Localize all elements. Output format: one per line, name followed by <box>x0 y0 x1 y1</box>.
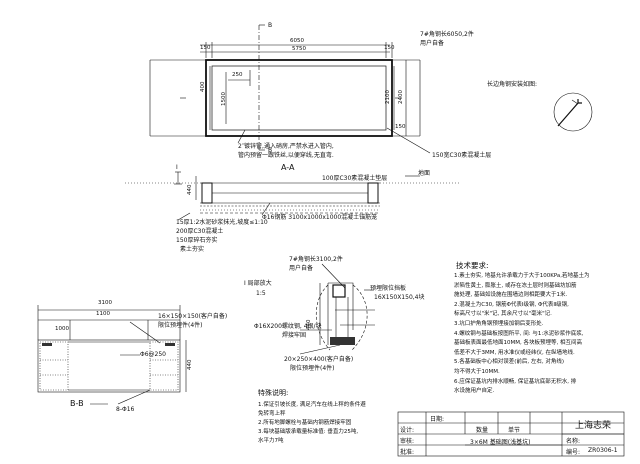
special-item: 免转弯上秤 <box>258 411 286 417</box>
tech-item: 5.各基础板中心相对误差(前后, 左右, 对角线) <box>454 359 565 366</box>
rebar-cage-note: Φ16钢筋 3100x1000x1000混凝土锚筋笼 <box>262 214 378 221</box>
limit-plate-note: 预埋限位挡板 <box>370 285 407 292</box>
tb-unit-label: 单节 <box>508 427 521 434</box>
section-aa <box>125 171 460 221</box>
special-title: 特殊说明: <box>258 389 289 397</box>
angle-detail-title: 长边角钢安装如图: <box>487 81 538 88</box>
plate2-note: 20×250×400(客户自备) <box>284 356 354 363</box>
dim-2400: 2400 <box>398 90 404 104</box>
dim-2100: 2100 <box>385 90 391 104</box>
section-cut-mark-i: I <box>176 164 178 171</box>
layer-note-1: 15厚1:2水泥砂浆抹光,坡度≤1:10 <box>176 219 268 226</box>
dim-1000: 1000 <box>55 326 69 332</box>
tech-item: 水设施用户自定. <box>454 388 495 395</box>
ground-label: 地面 <box>418 170 431 177</box>
tb-design-label: 设计: <box>400 427 415 434</box>
tech-item: 淤陷性黄土, 膨胀土, 或存在冻土层时则基础坊加筋 <box>454 282 577 289</box>
tb-quantity-label: 数量 <box>476 427 489 434</box>
section-i-detail <box>299 263 375 355</box>
bolt-note-2: 焊接牢固 <box>282 332 307 339</box>
dim-top-right: 150 <box>384 45 395 51</box>
section-bb <box>37 305 187 405</box>
tech-item: 均不得大于10MM. <box>454 368 500 375</box>
plate2-note-2: 限位预埋件(4件) <box>290 365 335 372</box>
dim-440-i: 440 <box>306 319 312 331</box>
angle-steel-note-i-2: 用户自备 <box>289 265 314 272</box>
tech-title: 技术要求: <box>456 261 489 270</box>
stirrup-label: Φ6@250 <box>140 351 166 358</box>
tb-company: 上海志荣 <box>575 421 612 431</box>
tb-approve-label: 批准: <box>400 449 415 456</box>
angle-steel-note: 7#角钢长6050,2件 <box>420 31 474 38</box>
angle-steel-note-2: 用户自备 <box>420 40 445 47</box>
tb-code-label: 编号: <box>566 449 581 456</box>
tb-check-label: 审核: <box>400 438 415 445</box>
tb-drawing-name: 3×6M 基础图(浅基坑) <box>470 439 531 446</box>
section-i-title: I 局部放大 <box>244 280 272 287</box>
tech-item: 3.坑口护角角钢预埋接加钢后变形处. <box>454 320 544 327</box>
dim-150-bottom: 150 <box>395 124 406 130</box>
layer-note-3: 150厚碎石夯实 <box>176 237 218 244</box>
pipe-note-line-1: 2″镀锌管,通入硝房,严禁水进入管内, <box>238 143 334 150</box>
special-item: 水平力7吨 <box>258 438 284 444</box>
angle-steel-note-i: 7#角钢长3100,2件 <box>289 256 343 263</box>
special-item: 1.保证引坡长度, 满足汽车在线上秤的条件避 <box>258 402 366 408</box>
special-item: 3.每块基础版承载量标准值: 垂直力25吨, <box>258 429 359 435</box>
special-item: 2.所有地脚螺栓与基础内钢筋焊接牢固 <box>258 420 352 426</box>
tb-date-label: 日期: <box>430 416 445 423</box>
layer-note-4: 素土夯实 <box>180 246 205 253</box>
tech-item: 标高尺寸以"米"记, 其余尺寸以"毫米"记. <box>454 311 552 318</box>
section-i-scale: 1:5 <box>256 290 266 297</box>
tech-item: 4.螺纹钢与基础板按图所平, 间: 与1:水泥砂浆作底浆, <box>454 330 584 337</box>
tech-item: 1.素土夯实, 地基允许承载力于大于100KPa,若地基土为 <box>454 273 590 279</box>
tb-code: ZR0306-1 <box>588 447 618 454</box>
layer-note-2: 200厚C30混凝土 <box>176 228 224 235</box>
tb-name-label: 名称: <box>566 438 581 445</box>
dim-overall-width: 6050 <box>290 38 304 44</box>
bb-plate-note-2: 限位预埋件(4件) <box>158 322 203 329</box>
pipe-note-line-2: 管内预留一跟铁丝,以便穿线,无直弯. <box>238 152 334 159</box>
tech-item: 6.应保证基坑内排水顺畅, 保证基坑底部无积水, 排 <box>454 378 577 385</box>
dim-1100: 1100 <box>96 311 110 317</box>
title-block-frame <box>397 411 625 457</box>
angle-detail <box>553 92 593 132</box>
dim-250: 250 <box>232 72 243 78</box>
section-mark-b-bottom: B <box>268 147 273 154</box>
section-bb-title: B-B <box>70 399 84 408</box>
concrete-layer-note: 150宽C30素混凝土层 <box>432 152 492 159</box>
tech-item: 基础板表面最低地面10MM, 各块板预埋等, 相互间高 <box>454 340 582 347</box>
dim-3100: 3100 <box>98 300 112 306</box>
tech-item: 2.混凝土为C30, 钢筋Φ代表Ⅰ级钢, Φ代表Ⅱ级钢, <box>454 301 569 308</box>
cushion-label: 100厚C30素混凝土垫层 <box>322 175 388 182</box>
main-rebar-label: 8-Φ16 <box>116 406 135 413</box>
tech-item: 施处理, 基础如设施在围墙边则相距要大于1米. <box>454 292 568 299</box>
dim-top-left: 150 <box>200 45 211 51</box>
dim-top-middle: 5750 <box>292 46 306 52</box>
bb-plate-note: 16×150×150(客户自备) <box>158 313 228 320</box>
section-mark-b-top: B <box>268 22 273 29</box>
limit-plate-note-2: 16X150X150,4块 <box>374 294 425 301</box>
dim-440-bb: 440 <box>187 359 193 371</box>
tech-requirements: 1.素土夯实, 地基允许承载力于大于100KPa,若地基土为 淤陷性黄土, 膨胀… <box>454 272 590 397</box>
bolt-note: Φ16X200螺纹钢, 4根/块 <box>254 323 322 330</box>
dim-1500: 1500 <box>221 92 227 106</box>
dim-400: 400 <box>200 81 206 93</box>
tech-item: 低差不大于3MM, 用水准仪或经纬仪, 在纵墙地线. <box>454 349 575 356</box>
section-aa-title: A-A <box>281 163 295 172</box>
plan-view <box>149 24 431 154</box>
special-notes: 1.保证引坡长度, 满足汽车在线上秤的条件避 免转弯上秤 2.所有地脚螺栓与基础… <box>258 401 366 446</box>
dim-440-aa: 440 <box>187 184 193 196</box>
